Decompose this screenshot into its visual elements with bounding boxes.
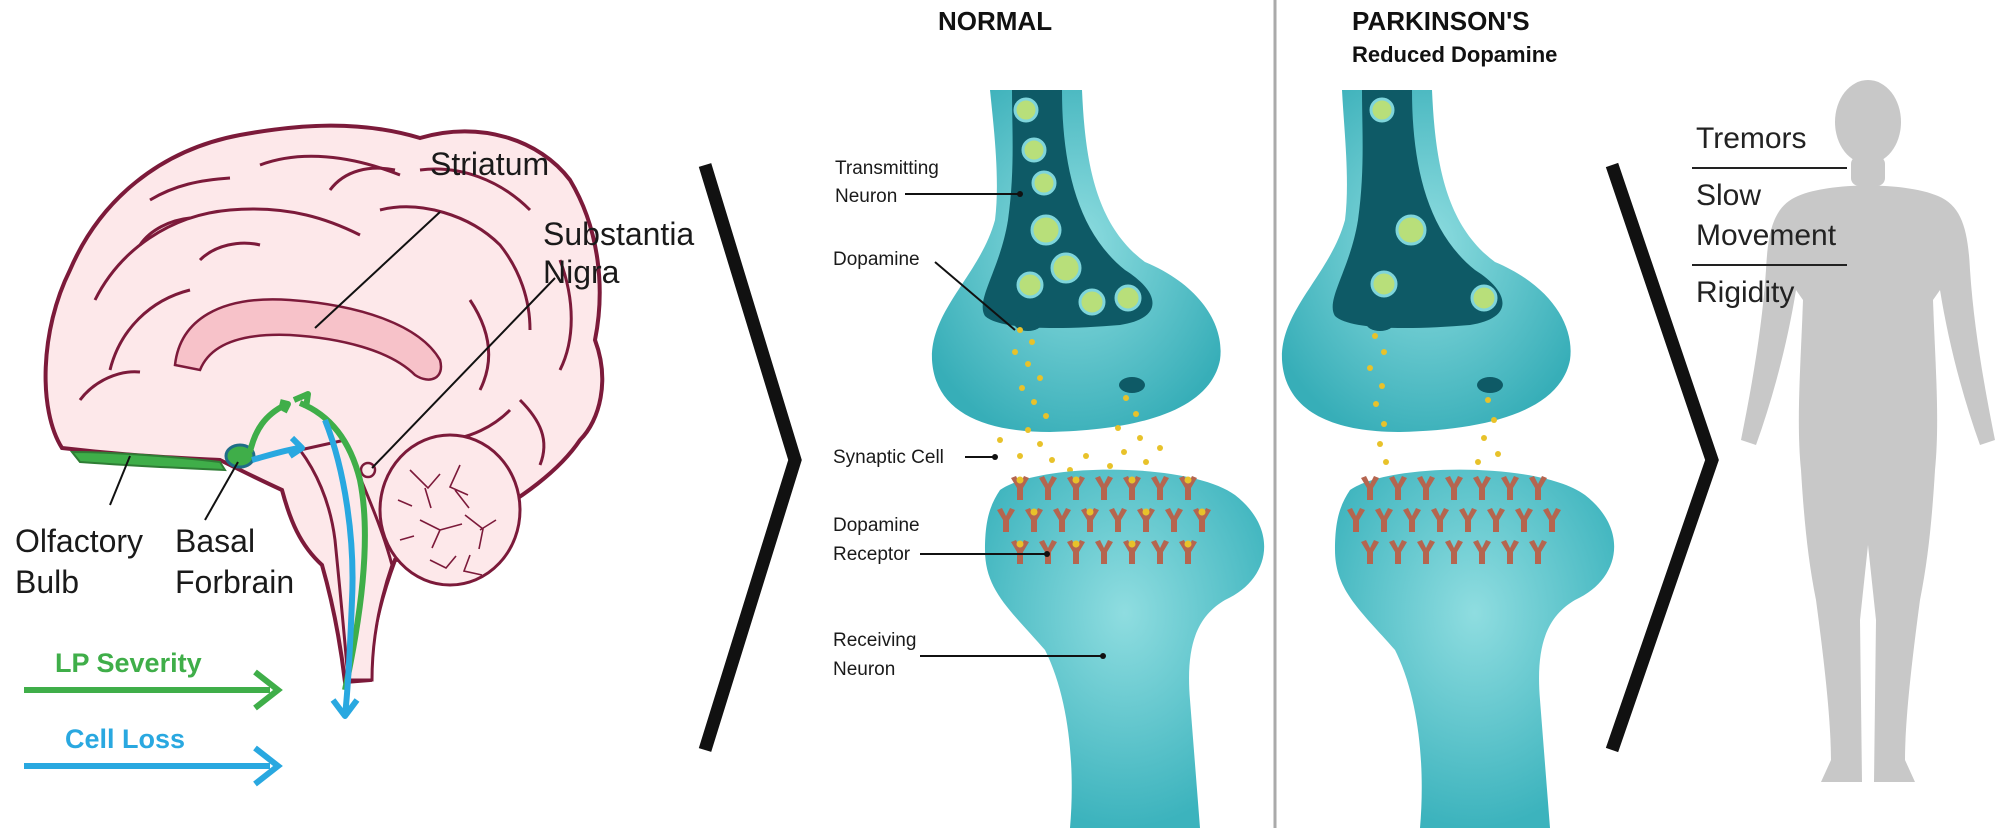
bound-dopamine — [1073, 541, 1080, 548]
synaptic-cell-label: Synaptic Cell — [833, 447, 944, 468]
receiving-neuron-label-line1: Receiving — [833, 630, 916, 651]
bound-dopamine — [1017, 541, 1024, 548]
symptom-slow: Slow — [1696, 179, 1761, 212]
parkinsons-subtitle: Reduced Dopamine — [1352, 42, 1557, 67]
bound-dopamine — [1129, 477, 1136, 484]
dopamine-receptor-label-line2: Receptor — [833, 544, 911, 565]
striatum-label: Striatum — [430, 146, 549, 182]
symptom-rigidity: Rigidity — [1696, 276, 1794, 309]
symptom-tremors: Tremors — [1696, 122, 1807, 155]
olfactory-bulb-label-line1: Olfactory — [15, 523, 143, 559]
basal-forebrain-label-line1: Basal — [175, 523, 255, 559]
substantia-nigra-label-line1: Substantia — [543, 216, 694, 252]
transmitting-neuron-label-line1: Transmitting — [835, 158, 939, 179]
bound-dopamine — [1129, 541, 1136, 548]
dopamine-receptor-label-line1: Dopamine — [833, 515, 920, 536]
transmitting-neuron-label-line2: Neuron — [835, 186, 897, 207]
olfactory-bulb-label-line2: Bulb — [15, 564, 79, 600]
receiving-neuron-label-line2: Neuron — [833, 659, 895, 680]
normal-title: NORMAL — [938, 6, 1052, 36]
bound-dopamine — [1199, 509, 1206, 516]
chevron-2 — [1612, 165, 1712, 750]
dopamine-label: Dopamine — [833, 249, 920, 270]
symptom-movement: Movement — [1696, 219, 1837, 252]
chevron-1 — [705, 165, 795, 750]
bound-dopamine — [1031, 509, 1038, 516]
brain-illustration: Striatum Substantia Nigra Olfactory Bulb… — [15, 126, 694, 716]
parkinsons-synapse — [1282, 90, 1614, 828]
brain-legend: LP Severity Cell Loss — [24, 648, 278, 784]
cerebellum — [380, 435, 520, 585]
bound-dopamine — [1087, 509, 1094, 516]
bound-dopamine — [1017, 477, 1024, 484]
legend-cell-loss-label: Cell Loss — [65, 724, 185, 754]
brain-outline — [46, 126, 603, 682]
normal-synapse — [932, 90, 1264, 828]
bound-dopamine — [1185, 541, 1192, 548]
bound-dopamine — [1185, 477, 1192, 484]
substantia-nigra-label-line2: Nigra — [543, 254, 620, 290]
human-silhouette — [1741, 80, 1995, 782]
basal-forebrain-label-line2: Forbrain — [175, 564, 294, 600]
bound-dopamine — [1143, 509, 1150, 516]
parkinsons-title: PARKINSON'S — [1352, 6, 1530, 36]
bound-dopamine — [1073, 477, 1080, 484]
legend-lp-severity-label: LP Severity — [55, 648, 202, 678]
